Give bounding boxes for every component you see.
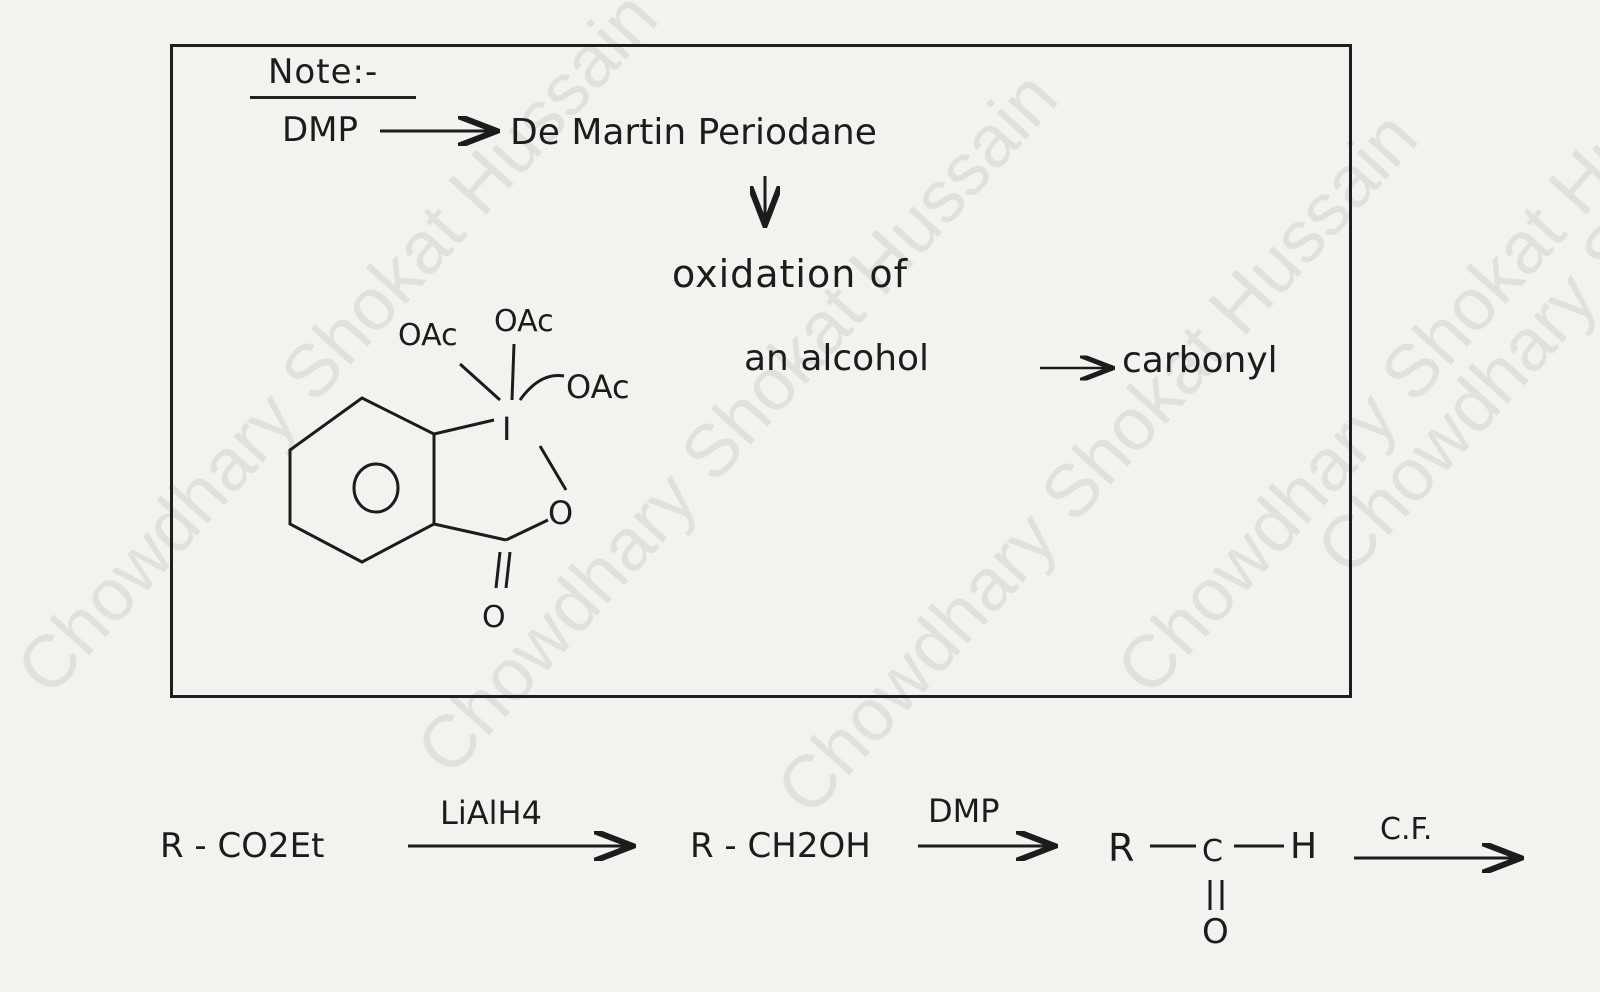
reagent-lialh4: LiAlH4 — [440, 794, 542, 832]
benzene-ring — [288, 396, 436, 564]
aldehyde-o: O — [1202, 912, 1229, 952]
dmp-full-name: De Martin Periodane — [510, 112, 877, 153]
dmp-abbrev: DMP — [282, 110, 359, 150]
note-underline — [250, 96, 416, 99]
reagent-cf: C.F. — [1380, 812, 1433, 847]
product-carbonyl: carbonyl — [1122, 340, 1278, 381]
bond-co-1 — [494, 551, 502, 589]
bond-oac-3 — [518, 374, 565, 401]
aldehyde-r: R — [1108, 826, 1135, 870]
bond-co-2 — [504, 551, 512, 589]
oac-label-2: OAc — [494, 304, 554, 339]
note-title: Note:- — [268, 52, 379, 92]
aldehyde-c: C — [1202, 834, 1223, 869]
intermediate-alcohol: R - CH2OH — [690, 826, 871, 866]
bond-oxygen-carbon — [505, 518, 549, 542]
note-box — [170, 44, 1352, 698]
aldehyde-h: H — [1290, 826, 1318, 867]
bond-oac-2 — [510, 343, 516, 401]
purpose-line-1: oxidation of — [672, 252, 909, 296]
bond-oac-1 — [458, 362, 502, 402]
carbonyl-oxygen-label: O — [482, 600, 506, 635]
iodine-label: I — [502, 410, 512, 448]
purpose-line-2: an alcohol — [744, 338, 930, 379]
bond-ring-iodine — [433, 418, 495, 436]
oac-label-3: OAc — [566, 368, 630, 406]
bond-iodine-oxygen — [538, 445, 568, 491]
bond-carbon-ring — [433, 522, 507, 542]
ring-oxygen-label: O — [548, 494, 574, 532]
reagent-dmp: DMP — [928, 792, 1000, 830]
oac-label-1: OAc — [398, 318, 458, 353]
reactant-ester: R - CO2Et — [160, 826, 325, 866]
aromatic-circle — [352, 462, 400, 514]
